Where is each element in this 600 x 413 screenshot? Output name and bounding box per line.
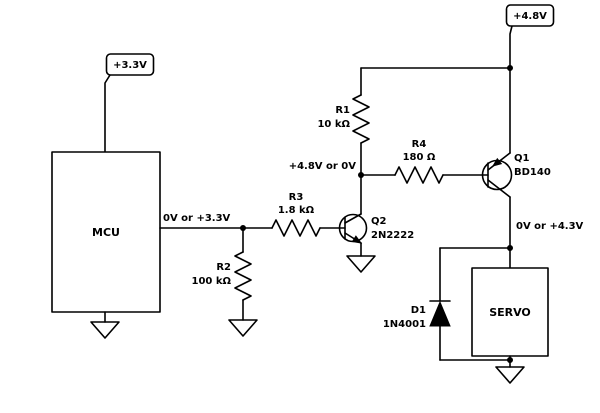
r2-resistor: R2 100 kΩ bbox=[191, 227, 258, 337]
d1-diode: D1 1N4001 bbox=[383, 247, 513, 363]
r2-value: 100 kΩ bbox=[191, 276, 231, 287]
q2-transistor: Q2 2N2222 bbox=[338, 174, 414, 273]
resistor-zigzag bbox=[394, 166, 444, 184]
r1-value: 10 kΩ bbox=[317, 119, 350, 130]
q1-transistor: Q1 BD140 bbox=[481, 67, 551, 269]
r4-resistor: R4 180 Ω bbox=[360, 139, 489, 184]
mcu-block: MCU bbox=[51, 151, 161, 313]
ground-triangle bbox=[346, 255, 376, 273]
ground-triangle bbox=[228, 319, 258, 337]
q2-ref: Q2 bbox=[371, 216, 387, 227]
r1-ref: R1 bbox=[335, 105, 350, 116]
diode-triangle bbox=[429, 300, 451, 327]
r3-ref: R3 bbox=[289, 192, 304, 203]
r4-value: 180 Ω bbox=[403, 152, 436, 163]
net-servo-input: 0V or +4.3V bbox=[507, 221, 584, 251]
d1-part: 1N4001 bbox=[383, 319, 426, 330]
servo-box bbox=[471, 267, 549, 357]
d1-ref: D1 bbox=[411, 305, 426, 316]
wire bbox=[509, 25, 513, 69]
collector-lead bbox=[344, 213, 362, 224]
net-label-mcu-output: 0V or +3.3V bbox=[163, 213, 231, 224]
resistor-zigzag bbox=[271, 219, 321, 237]
ground-symbol-servo bbox=[495, 355, 525, 384]
collector-lead bbox=[487, 179, 511, 198]
net-label-q2-collector: +4.8V or 0V bbox=[289, 161, 357, 172]
mcu-label: MCU bbox=[92, 226, 120, 239]
r1-resistor: R1 10 kΩ +4.8V or 0V bbox=[289, 67, 370, 178]
net-mcu-output: 0V or +3.3V bbox=[159, 213, 273, 231]
r3-value: 1.8 kΩ bbox=[278, 205, 315, 216]
q2-part: 2N2222 bbox=[371, 230, 414, 241]
resistor-zigzag bbox=[234, 251, 252, 301]
r2-ref: R2 bbox=[216, 262, 231, 273]
supply-flag-4v8: +4.8V bbox=[505, 4, 555, 69]
servo-label: SERVO bbox=[489, 306, 531, 319]
resistor-zigzag bbox=[352, 94, 370, 144]
q1-part: BD140 bbox=[514, 167, 551, 178]
wire bbox=[104, 74, 111, 153]
voltage-flag-shape bbox=[505, 4, 555, 27]
r4-ref: R4 bbox=[412, 139, 427, 150]
r3-resistor: R3 1.8 kΩ bbox=[271, 192, 346, 237]
supply-label-3v3: +3.3V bbox=[113, 60, 147, 71]
ground-symbol-mcu bbox=[90, 311, 120, 339]
npn-emitter-arrow bbox=[351, 235, 363, 244]
ground-triangle bbox=[90, 321, 120, 339]
pnp-emitter-arrow bbox=[491, 157, 503, 167]
supply-flag-3v3: +3.3V bbox=[104, 53, 155, 153]
servo-block: SERVO bbox=[471, 267, 549, 357]
supply-label-4v8: +4.8V bbox=[513, 11, 547, 22]
supply-rail bbox=[360, 65, 513, 71]
mcu-box bbox=[51, 151, 161, 313]
voltage-flag-shape bbox=[105, 53, 155, 76]
q1-ref: Q1 bbox=[514, 153, 530, 164]
net-label-servo-input: 0V or +4.3V bbox=[516, 221, 584, 232]
ground-triangle bbox=[495, 366, 525, 384]
